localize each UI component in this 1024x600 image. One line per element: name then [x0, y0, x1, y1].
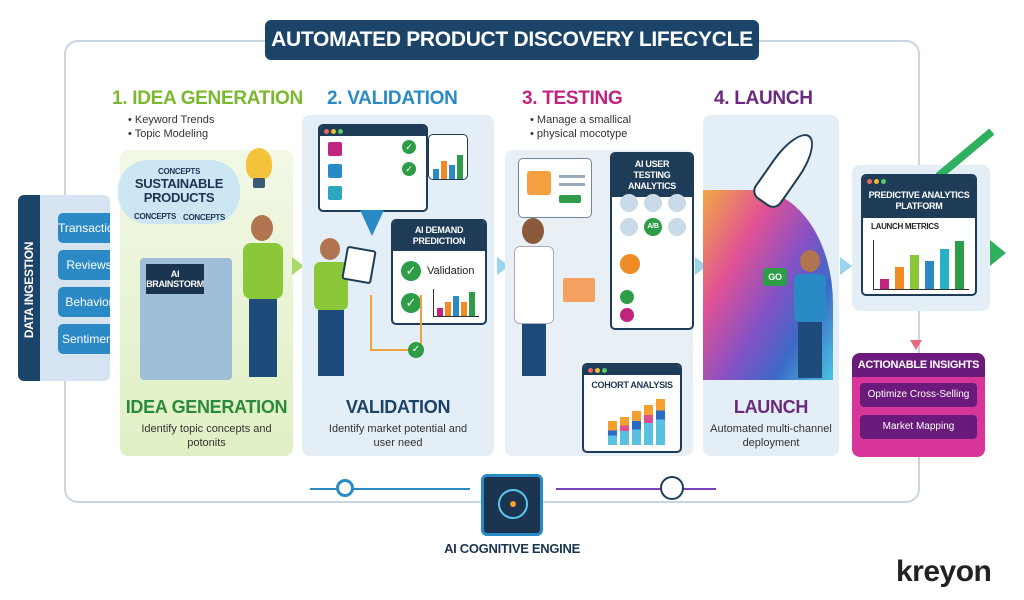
neural-network-left [310, 488, 470, 490]
ingestion-item-sentiment: Sentiment [58, 324, 110, 354]
stage2-footer-title: VALIDATION [345, 397, 451, 417]
ingestion-item-transactions: Transactions [58, 213, 110, 243]
stage4-footer-title: LAUNCH [733, 397, 809, 417]
platform-title: PREDICTIVE ANALYTICS PLATFORM [868, 190, 970, 211]
lightbulb-icon [246, 148, 272, 180]
check-icon: ✓ [401, 293, 421, 313]
actionable-insights-panel: ACTIONABLE INSIGHTS Optimize Cross-Selli… [852, 353, 985, 457]
stage1-bullet: • Topic Modeling [128, 128, 209, 140]
demand-prediction-card: AI DEMAND PREDICTION ✓ Validation ✓ [391, 219, 487, 325]
kiosk-screen-label: AI BRAINSTORM [146, 264, 204, 294]
stage2-footer-desc: Identify market potential and user need [328, 423, 468, 449]
stage4-heading: 4. LAUNCH [714, 88, 813, 109]
predictive-analytics-window: PREDICTIVE ANALYTICS PLATFORM LAUNCH MET… [861, 174, 977, 296]
engine-label: AI COGNITIVE ENGINE [444, 541, 580, 556]
analytics-title: AI USER TESTING ANALYTICS [612, 154, 692, 197]
avatar [620, 194, 638, 212]
person-idea [243, 215, 285, 380]
scientist [512, 218, 556, 380]
sad-face-icon [620, 254, 640, 274]
page-title: AUTOMATED PRODUCT DISCOVERY LIFECYCLE [265, 20, 759, 60]
insight-market-mapping: Market Mapping [860, 415, 977, 439]
brain-chip-icon [481, 474, 543, 536]
stage1-footer-title: IDEA GENERATION [125, 397, 288, 417]
ab-test-badge: A/B [644, 218, 662, 236]
stage3-bullet: • physical mocotype [530, 128, 628, 140]
check-icon: ✓ [408, 342, 424, 358]
launch-metrics-chart [873, 240, 969, 290]
cloud-concepts-top: CONCEPTS [157, 167, 201, 176]
stage1-bullet: • Keyword Trends [128, 114, 215, 126]
neural-network-right [556, 488, 716, 490]
product-mockup-window [518, 158, 592, 218]
check-icon: ✓ [402, 162, 416, 176]
tshirt-icon [527, 171, 551, 195]
insights-title: ACTIONABLE INSIGHTS [852, 353, 985, 377]
stage3-heading: 3. TESTING [522, 88, 623, 109]
check-icon: ✓ [401, 261, 421, 281]
avatar [620, 218, 638, 236]
sad-face-icon [620, 308, 634, 322]
data-ingestion-panel: DATA INGESTION Transactions Reviews Beha… [18, 195, 110, 381]
settings-icon [328, 142, 342, 156]
validation-item: Validation [427, 265, 475, 277]
arrow-down-icon [910, 340, 922, 350]
tablet-icon [341, 245, 377, 285]
launch-metrics-title: LAUNCH METRICS [871, 222, 939, 231]
data-ingestion-label: DATA INGESTION [22, 241, 36, 339]
feedback-loop [370, 295, 422, 351]
avatar [668, 218, 686, 236]
cohort-bars [608, 397, 676, 445]
cohort-analysis-window: COHORT ANALYSIS [582, 363, 682, 453]
cohort-title: COHORT ANALYSIS [591, 380, 673, 390]
node-icon [336, 479, 354, 497]
cloud-shape [118, 160, 240, 224]
avatar [644, 194, 662, 212]
search-icon [328, 164, 342, 178]
cloud-main-label: SUSTAINABLE PRODUCTS [134, 176, 224, 205]
cloud-concepts-right: CONCEPTS [183, 213, 226, 222]
person-launch [790, 250, 830, 380]
arrow-right-icon [292, 257, 304, 275]
ingestion-item-reviews: Reviews [58, 250, 110, 280]
prototype-box [563, 278, 595, 302]
go-button[interactable]: GO [763, 268, 787, 286]
check-icon: ✓ [402, 140, 416, 154]
funnel-icon [360, 210, 384, 236]
validation-window: ✓ ✓ [318, 124, 428, 212]
arrow-right-icon [990, 240, 1006, 266]
demand-prediction-title: AI DEMAND PREDICTION [393, 221, 485, 251]
stage4-footer-desc: Automated multi-channel deployment [710, 423, 832, 449]
lightbulb-base [253, 178, 265, 188]
insight-optimize-cross-selling: Optimize Cross-Selling [860, 383, 977, 407]
stage1-heading: 1. IDEA GENERATION [112, 88, 303, 109]
arrow-right-icon [840, 257, 852, 275]
cloud-concepts-left: CONCEPTS [134, 212, 177, 221]
stage2-heading: 2. VALIDATION [327, 88, 458, 109]
stage1-footer-desc: Identify topic concepts and potonits [141, 423, 272, 449]
brain-node-icon [660, 476, 684, 500]
user-testing-analytics: AI USER TESTING ANALYTICS A/B [610, 152, 694, 330]
ingestion-item-behavior: Behavior [58, 287, 110, 317]
happy-face-icon [620, 290, 634, 304]
stage3-bullet: • Manage a smallical [530, 114, 632, 126]
mini-chart [428, 134, 468, 180]
kreyon-logo: kreyon [896, 555, 992, 588]
demand-bars [433, 289, 479, 317]
avatar [668, 194, 686, 212]
analysis-icon [328, 186, 342, 200]
